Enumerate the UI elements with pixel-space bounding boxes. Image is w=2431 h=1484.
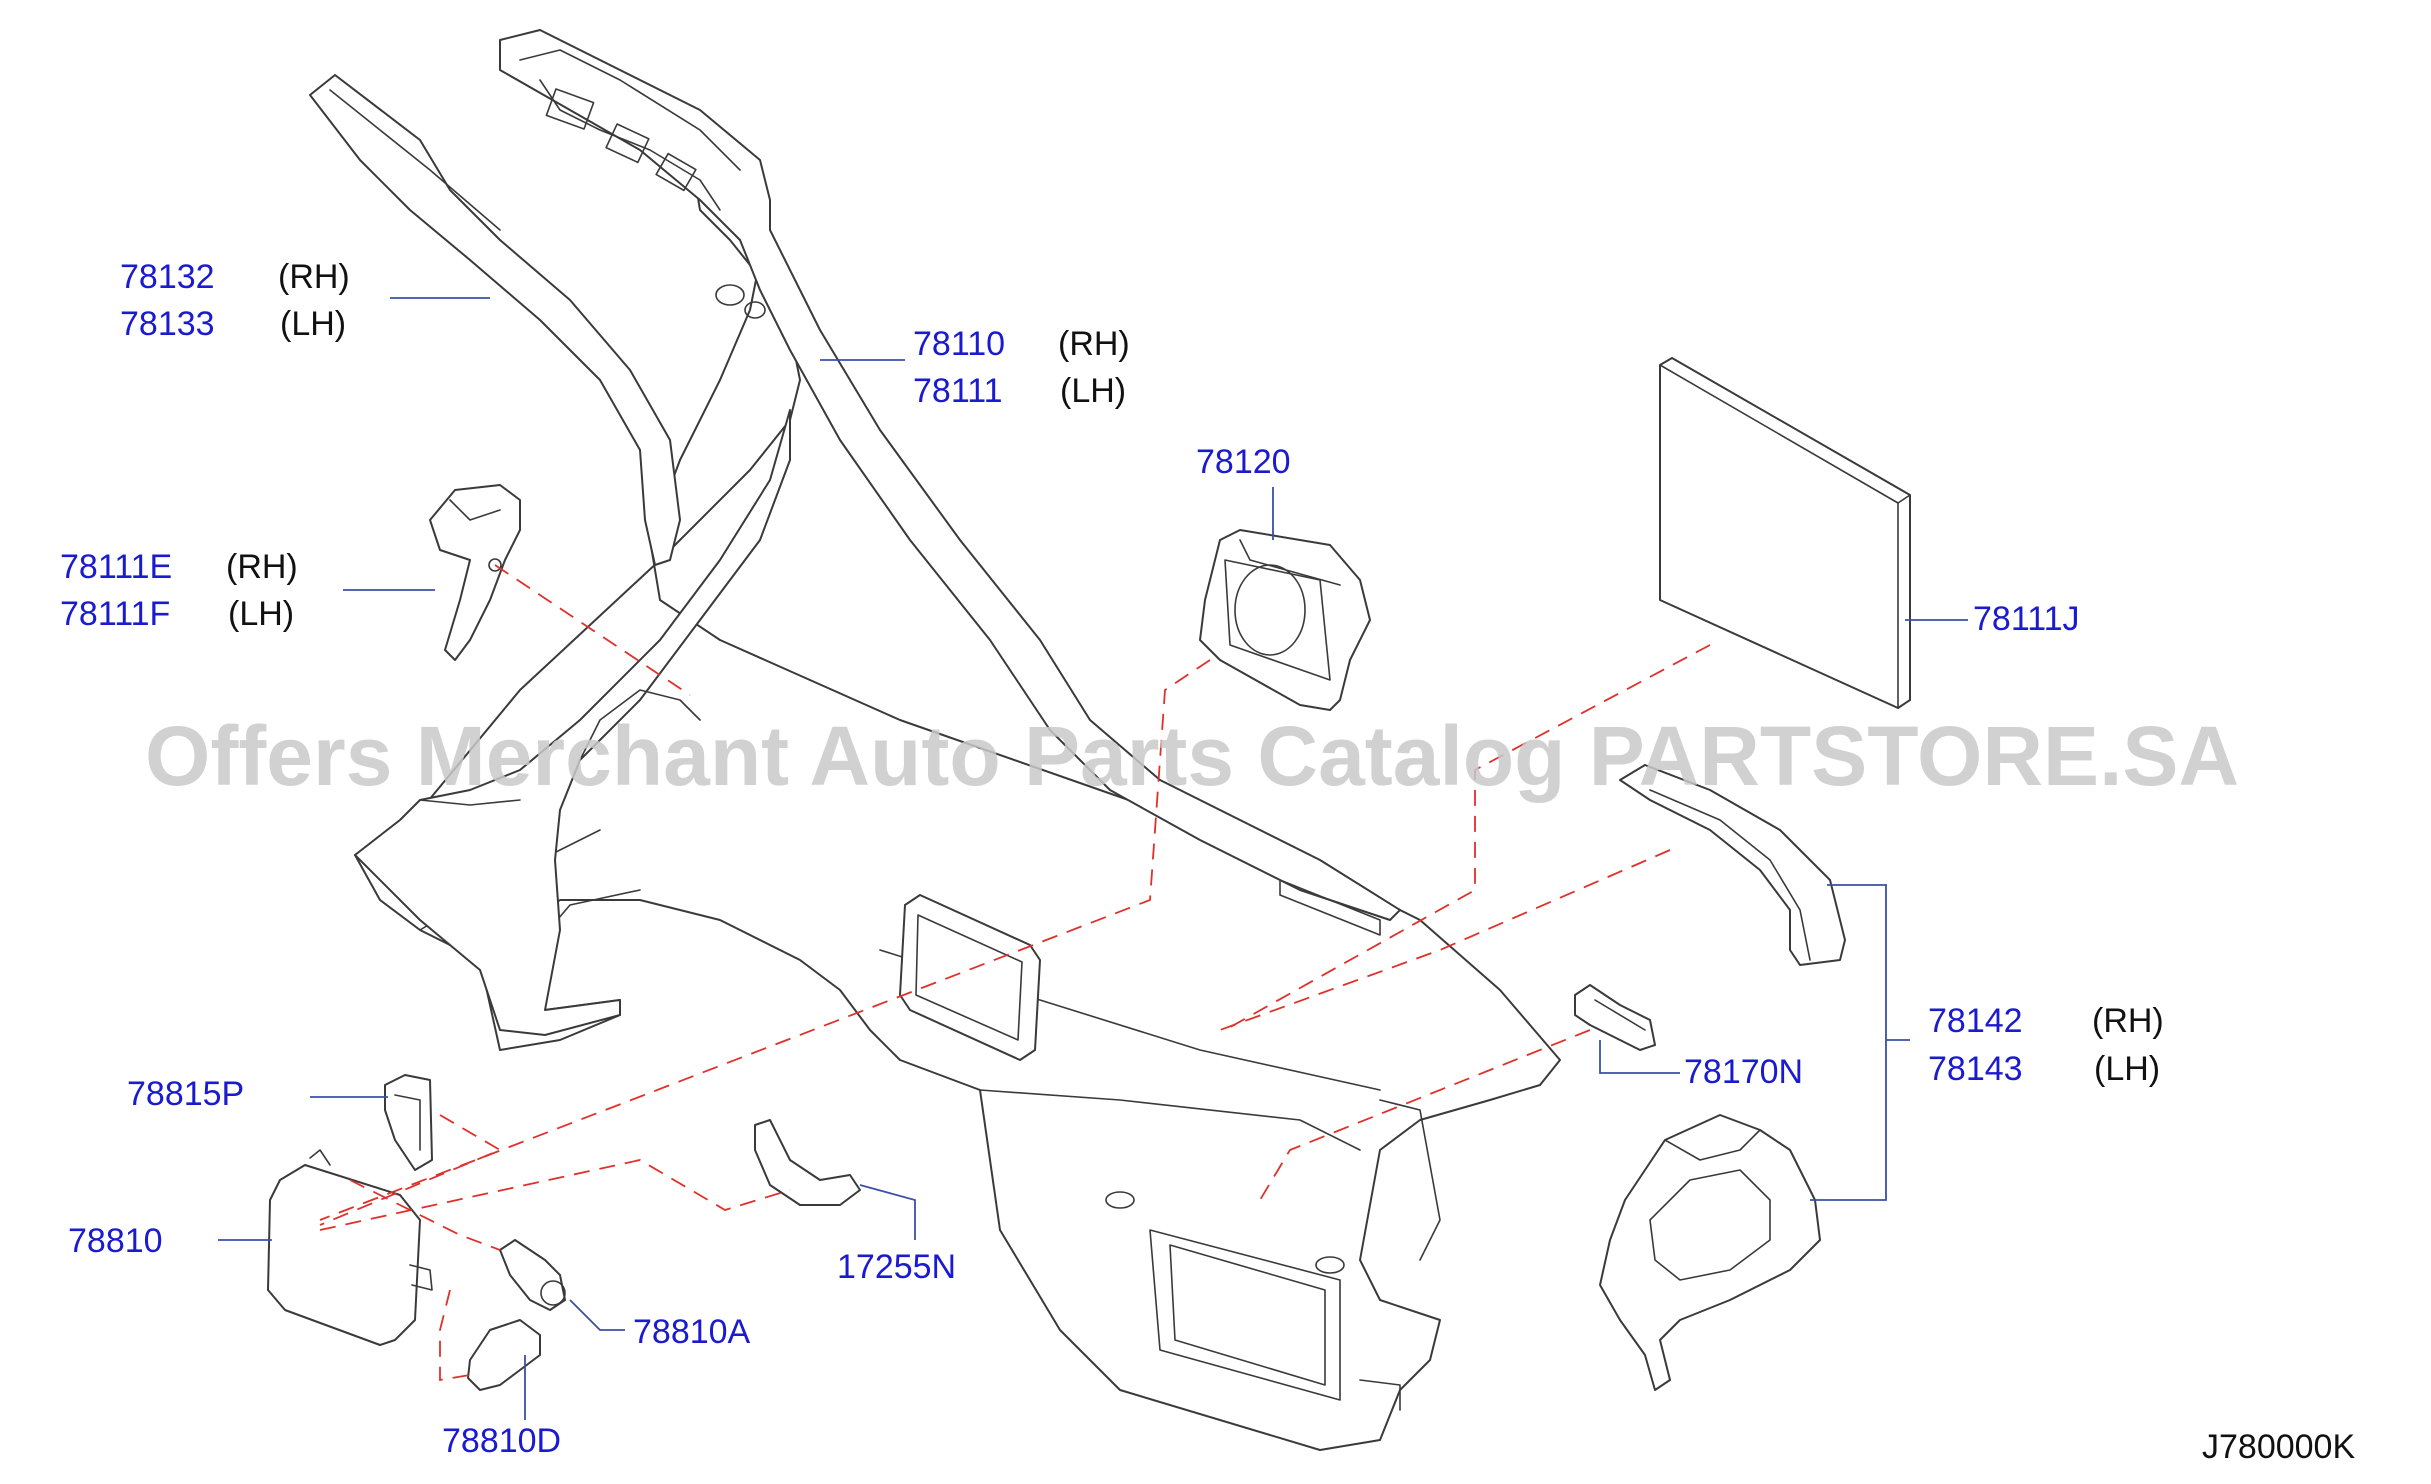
rear-quarter-panel xyxy=(354,139,1561,1451)
part-number-78810[interactable]: 78810 xyxy=(68,1222,163,1260)
part-number-78111[interactable]: 78111 xyxy=(913,372,1003,410)
bolt-78810A xyxy=(499,1239,566,1311)
side-label-78142: (RH) xyxy=(2092,1002,2164,1040)
part-number-78120[interactable]: 78120 xyxy=(1196,443,1291,481)
watermark: Offers Merchant Auto Parts Catalog PARTS… xyxy=(145,709,2239,803)
pad-78111J xyxy=(1659,357,1911,709)
part-number-78810A[interactable]: 78810A xyxy=(633,1313,751,1351)
diagram-code: J780000K xyxy=(2202,1428,2355,1466)
inner-panel-78143 xyxy=(1599,1114,1821,1391)
part-number-78132[interactable]: 78132 xyxy=(120,258,215,296)
side-label-78133: (LH) xyxy=(280,305,346,343)
clamp-17255N xyxy=(754,1119,861,1206)
callouts: 78132 (RH) 78133 (LH) 78110 (RH) 78111 (… xyxy=(60,258,2164,1460)
filler-housing-78120 xyxy=(1199,529,1371,711)
side-label-78111: (LH) xyxy=(1060,372,1126,410)
part-number-78111E[interactable]: 78111E xyxy=(60,548,172,586)
side-label-78111F: (LH) xyxy=(228,595,294,633)
part-number-78111J[interactable]: 78111J xyxy=(1973,600,2080,638)
part-number-78810D[interactable]: 78810D xyxy=(442,1422,561,1460)
bracket-78111E xyxy=(429,484,521,661)
bracket-78815P xyxy=(384,1074,433,1171)
part-number-78143[interactable]: 78143 xyxy=(1928,1050,2023,1088)
part-number-78111F[interactable]: 78111F xyxy=(60,595,170,633)
side-label-78110: (RH) xyxy=(1058,325,1130,363)
part-number-78170N[interactable]: 78170N xyxy=(1684,1053,1803,1091)
side-label-78132: (RH) xyxy=(278,258,350,296)
fuel-lid-78810 xyxy=(267,1149,433,1346)
leader-lines xyxy=(218,297,1968,1420)
rail-78132 xyxy=(309,74,681,566)
part-number-78133[interactable]: 78133 xyxy=(120,305,215,343)
part-number-78815P[interactable]: 78815P xyxy=(127,1075,244,1113)
inner-wheelhouse xyxy=(354,409,791,1036)
assembly-lines xyxy=(319,564,1711,1382)
part-number-17255N[interactable]: 17255N xyxy=(837,1248,956,1286)
part-number-78110[interactable]: 78110 xyxy=(913,325,1005,363)
pillar-78110 xyxy=(499,29,1401,936)
part-number-78142[interactable]: 78142 xyxy=(1928,1002,2023,1040)
side-label-78111E: (RH) xyxy=(226,548,298,586)
side-label-78143: (LH) xyxy=(2094,1050,2160,1088)
extension-78142 xyxy=(1619,764,1846,966)
grommet-78810D xyxy=(467,1319,541,1391)
clip-78170N xyxy=(1574,984,1656,1051)
